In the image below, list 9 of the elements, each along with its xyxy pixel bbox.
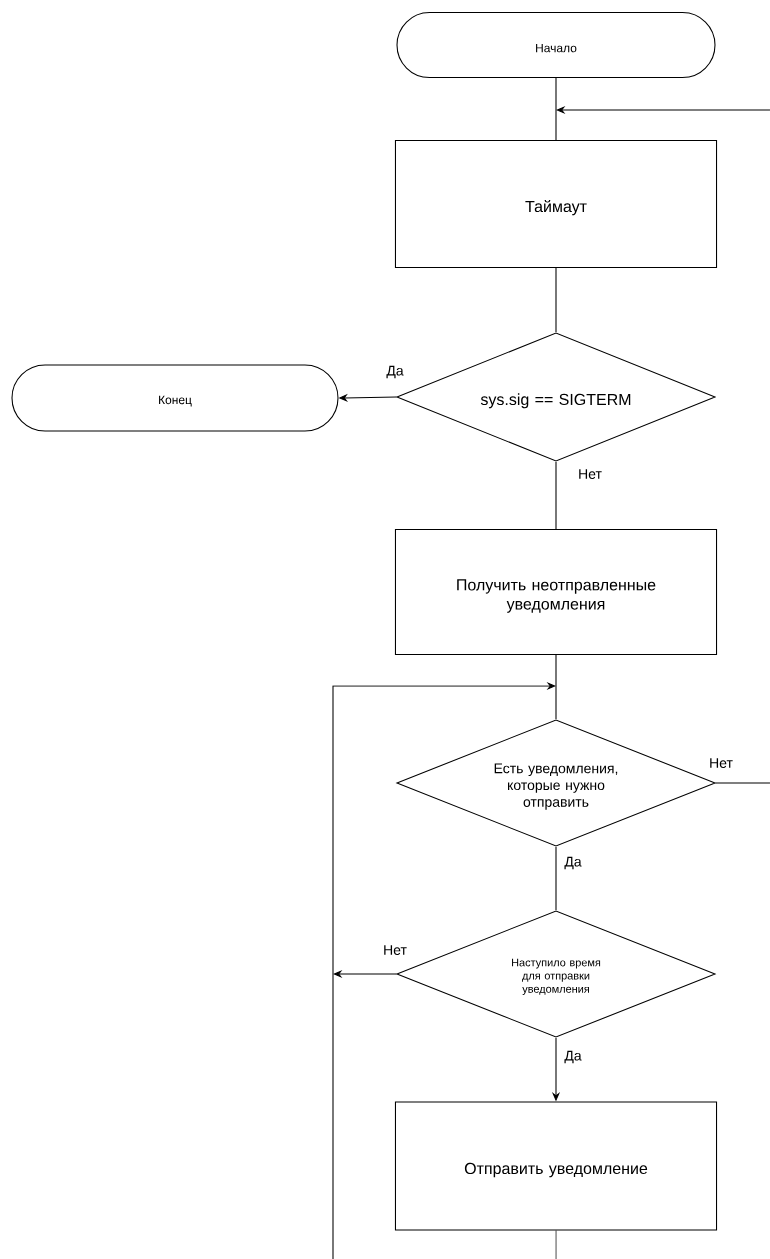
terminal-box: Конец xyxy=(11,364,339,432)
edge-label: Нет xyxy=(576,467,604,481)
edge-label: Да xyxy=(563,855,583,871)
process-box: Отправить уведомление xyxy=(394,1101,718,1231)
process-box: Таймаут xyxy=(394,140,718,268)
arrow xyxy=(332,681,556,1259)
terminal-box: Начало xyxy=(396,11,716,79)
process-box: Получить неотправленные уведомления xyxy=(394,528,718,656)
edge-label: Да xyxy=(563,1049,583,1065)
